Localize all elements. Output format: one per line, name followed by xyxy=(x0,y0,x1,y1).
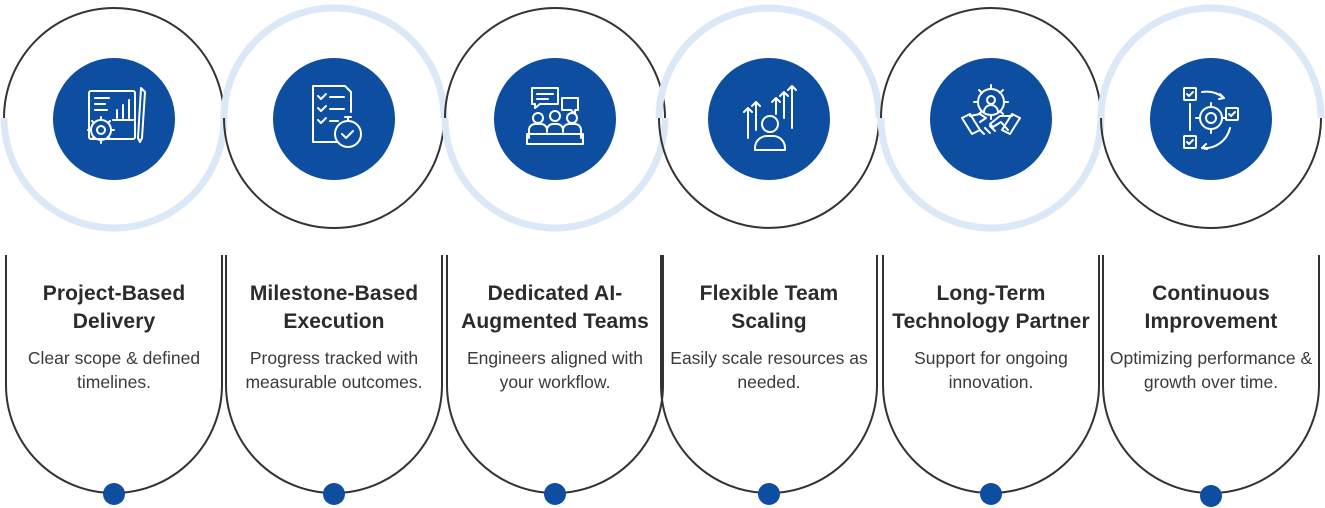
step-icon-circle xyxy=(53,58,175,180)
top-ring-upper-arc xyxy=(444,7,666,119)
step-title: Milestone-Based Execution xyxy=(249,282,419,333)
step-marker-dot xyxy=(980,483,1002,505)
step-title: Continuous Improvement xyxy=(1144,282,1278,333)
top-ring-lower-arc xyxy=(223,117,445,229)
step-text: Milestone-Based Execution Progress track… xyxy=(229,280,439,394)
step-description: Clear scope & defined timelines. xyxy=(27,348,201,392)
step-icon-circle xyxy=(930,58,1052,180)
top-ring-upper-arc xyxy=(220,4,448,119)
top-ring-lower-arc xyxy=(441,117,669,232)
team-meeting-icon xyxy=(494,58,616,180)
step-description: Progress tracked with measurable outcome… xyxy=(245,348,423,392)
step-title: Dedicated AI-Augmented Teams xyxy=(461,282,649,333)
top-ring-upper-arc xyxy=(880,7,1102,119)
step-title: Flexible Team Scaling xyxy=(699,282,839,333)
top-ring-upper-arc xyxy=(1097,4,1325,119)
blueprint-gear-icon xyxy=(53,58,175,180)
step-text: Dedicated AI-Augmented Teams Engineers a… xyxy=(450,280,660,394)
step-card-flexible-team-scaling: Flexible Team Scaling Easily scale resou… xyxy=(658,0,880,508)
step-marker-dot xyxy=(103,483,125,505)
top-ring-upper-arc xyxy=(655,4,883,119)
step-text: Project-Based Delivery Clear scope & def… xyxy=(9,280,219,394)
step-icon-circle xyxy=(1150,58,1272,180)
step-marker-dot xyxy=(323,483,345,505)
top-ring-lower-arc xyxy=(877,117,1105,232)
top-ring-upper-arc xyxy=(3,7,225,119)
top-ring-lower-arc xyxy=(658,117,880,229)
checklist-stopwatch-icon xyxy=(273,58,395,180)
step-description: Easily scale resources as needed. xyxy=(670,348,868,392)
handshake-gear-icon xyxy=(930,58,1052,180)
step-icon-circle xyxy=(708,58,830,180)
step-description: Optimizing performance & growth over tim… xyxy=(1109,348,1313,392)
step-marker-dot xyxy=(544,483,566,505)
person-growth-arrows-icon xyxy=(708,58,830,180)
step-text: Continuous Improvement Optimizing perfor… xyxy=(1106,280,1316,394)
step-title: Long-Term Technology Partner xyxy=(892,282,1090,333)
step-icon-circle xyxy=(273,58,395,180)
top-ring-lower-arc xyxy=(0,117,228,232)
top-ring-lower-arc xyxy=(1100,117,1322,229)
step-card-project-based-delivery: Project-Based Delivery Clear scope & def… xyxy=(3,0,225,508)
step-marker-dot xyxy=(758,483,780,505)
step-icon-circle xyxy=(494,58,616,180)
step-text: Long-Term Technology Partner Support for… xyxy=(886,280,1096,394)
step-card-milestone-based-execution: Milestone-Based Execution Progress track… xyxy=(223,0,445,508)
step-description: Engineers aligned with your workflow. xyxy=(466,348,644,392)
step-marker-dot xyxy=(1200,485,1222,507)
step-description: Support for ongoing innovation. xyxy=(914,348,1068,392)
step-card-long-term-technology-partner: Long-Term Technology Partner Support for… xyxy=(880,0,1102,508)
step-card-dedicated-ai-augmented-teams: Dedicated AI-Augmented Teams Engineers a… xyxy=(444,0,666,508)
improvement-cycle-icon xyxy=(1150,58,1272,180)
step-card-continuous-improvement: Continuous Improvement Optimizing perfor… xyxy=(1100,0,1322,508)
step-title: Project-Based Delivery xyxy=(42,282,186,333)
step-text: Flexible Team Scaling Easily scale resou… xyxy=(664,280,874,394)
